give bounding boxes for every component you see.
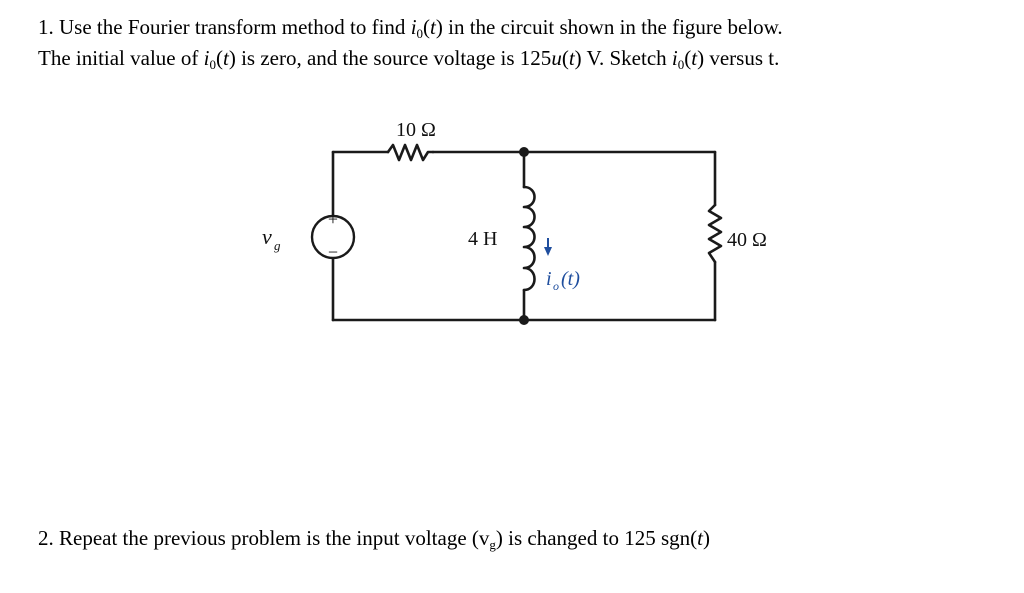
- paren-open: (: [561, 46, 569, 70]
- paren-close: ): [228, 46, 236, 70]
- source-label-v: v: [262, 224, 272, 249]
- t-variable: t: [568, 46, 575, 70]
- io-subscript: 0: [677, 57, 685, 72]
- line2-part-a: The initial value of: [38, 46, 204, 70]
- current-label-i: i: [546, 268, 552, 290]
- line2-part-d: versus t.: [704, 46, 780, 70]
- resistor-40-label: 40 Ω: [727, 229, 767, 251]
- io-variable: i: [410, 15, 417, 39]
- current-label-arg: (t): [561, 268, 580, 290]
- source-plus-sign: +: [328, 209, 338, 229]
- paren-open: (: [423, 15, 431, 39]
- paren-open: (: [684, 46, 692, 70]
- problem-2-part-a: 2. Repeat the previous problem is the in…: [38, 526, 490, 550]
- io-variable: i: [671, 46, 678, 70]
- io-subscript: 0: [416, 26, 424, 41]
- line2-part-c: V. Sketch: [581, 46, 672, 70]
- problem-1-prefix: 1. Use the Fourier transform method to f…: [38, 15, 411, 39]
- inductor-4h: [522, 185, 536, 292]
- voltage-source: [310, 214, 356, 260]
- line2-part-b: is zero, and the source voltage is 125: [235, 46, 552, 70]
- problem-2-part-b: ) is changed to 125 sgn(: [495, 526, 698, 550]
- bottom-node: [519, 315, 529, 325]
- t-variable: t: [430, 15, 436, 39]
- problem-1-text-line-2: The initial value of i0(t) is zero, and …: [38, 45, 779, 71]
- io-variable: i: [203, 46, 210, 70]
- resistor-10-ohm: [386, 143, 435, 162]
- paren-close: ): [574, 46, 582, 70]
- problem-1-text-line-1: 1. Use the Fourier transform method to f…: [38, 14, 783, 40]
- resistor-10-label: 10 Ω: [396, 119, 436, 141]
- vg-subscript: g: [489, 537, 496, 552]
- paren-close: ): [435, 15, 443, 39]
- source-minus-sign: −: [328, 242, 338, 262]
- paren-open: (: [215, 46, 223, 70]
- unit-step-u: u: [551, 46, 562, 70]
- inductor-label: 4 H: [468, 228, 497, 250]
- t-variable: t: [691, 46, 698, 70]
- current-arrow-head-icon: [544, 247, 552, 256]
- paren-close: ): [697, 46, 705, 70]
- problem-2-text: 2. Repeat the previous problem is the in…: [38, 525, 710, 551]
- resistor-40-ohm: [707, 203, 723, 264]
- io-subscript: 0: [209, 57, 216, 72]
- source-label-sub: g: [274, 238, 281, 253]
- t-variable: t: [697, 526, 703, 550]
- current-label-sub: o: [553, 279, 559, 293]
- t-variable: t: [222, 46, 229, 70]
- problem-1-suffix: in the circuit shown in the figure below…: [442, 15, 783, 39]
- problem-2-part-c: ): [702, 526, 710, 550]
- top-node: [519, 147, 529, 157]
